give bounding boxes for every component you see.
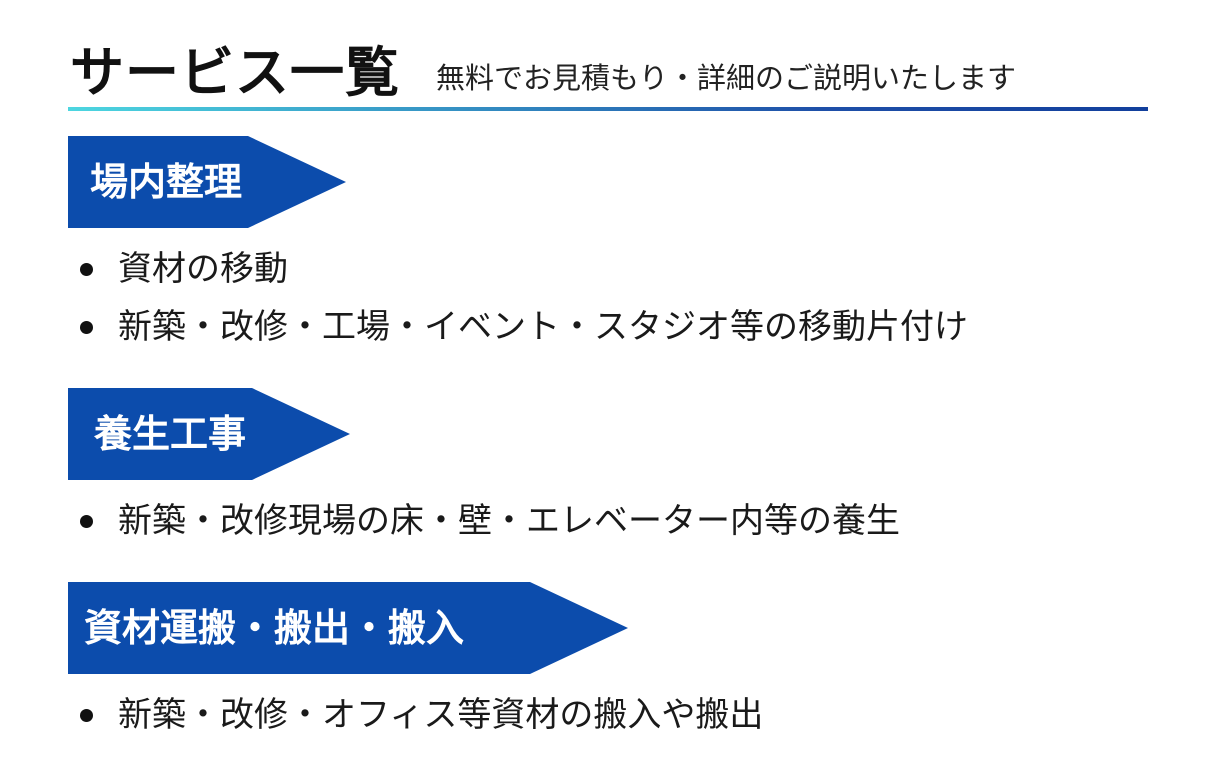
page-title: サービス一覧 (70, 41, 400, 104)
section-banner-yojo-koji: 養生工事 (68, 388, 350, 480)
page-subtitle: 無料でお見積もり・詳細のご説明いたします (436, 61, 1017, 95)
list-item: 新築・改修・工場・イベント・スタジオ等の移動片付け (80, 298, 968, 356)
list-item-text: 新築・改修現場の床・壁・エレベーター内等の養生 (118, 501, 900, 541)
bullet-icon (80, 708, 93, 722)
list-item-text: 新築・改修・オフィス等資材の搬入や搬出 (118, 695, 764, 735)
section-banner-jonai-seiri: 場内整理 (68, 136, 346, 228)
bullet-icon (80, 262, 93, 276)
list-item: 新築・改修現場の床・壁・エレベーター内等の養生 (80, 492, 900, 550)
section-banner-label: 養生工事 (94, 412, 247, 456)
page-header: サービス一覧 無料でお見積もり・詳細のご説明いたします (68, 28, 1148, 111)
bullet-icon (80, 320, 93, 334)
service-list-yojo-koji: 新築・改修現場の床・壁・エレベーター内等の養生 (80, 492, 900, 550)
service-list-shizai-unpan: 新築・改修・オフィス等資材の搬入や搬出 (80, 686, 763, 744)
list-item-text: 資材の移動 (118, 249, 288, 289)
list-item-text: 新築・改修・工場・イベント・スタジオ等の移動片付け (118, 307, 968, 347)
list-item: 資材の移動 (80, 240, 968, 298)
header-underline (68, 107, 1148, 111)
section-banner-shizai-unpan: 資材運搬・搬出・搬入 (68, 582, 628, 674)
service-list-jonai-seiri: 資材の移動 新築・改修・工場・イベント・スタジオ等の移動片付け (80, 240, 968, 356)
section-banner-label: 資材運搬・搬出・搬入 (84, 606, 465, 650)
section-banner-label: 場内整理 (90, 160, 243, 204)
list-item: 新築・改修・オフィス等資材の搬入や搬出 (80, 686, 763, 744)
bullet-icon (80, 514, 93, 528)
